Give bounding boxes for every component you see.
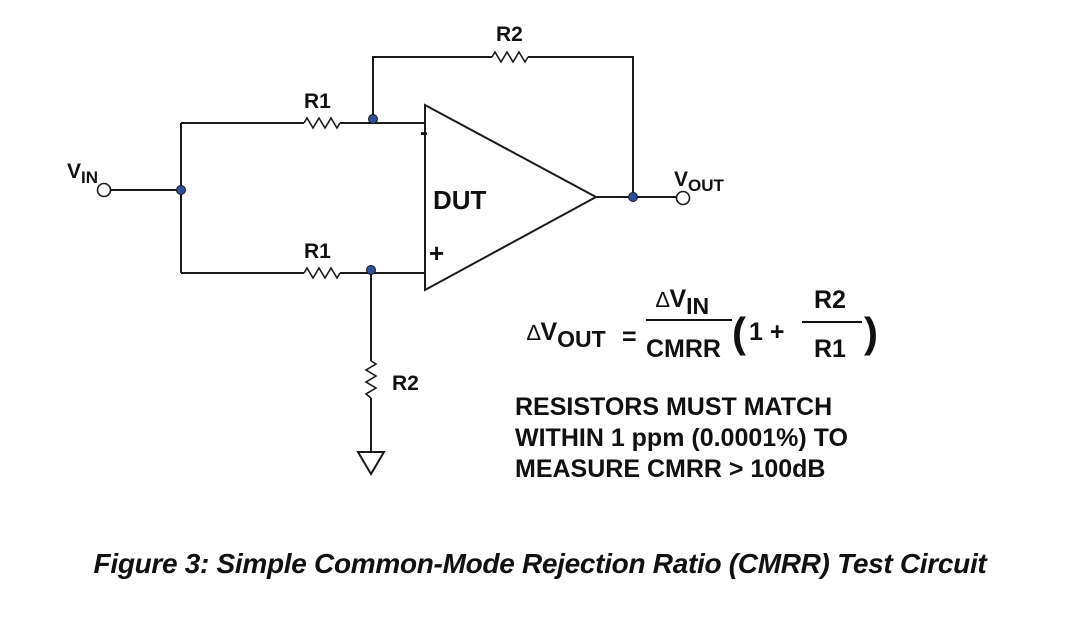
- vout-terminal: [675, 190, 691, 206]
- noninverting-junction-node: [366, 265, 376, 275]
- ratio-denominator: R1: [814, 335, 846, 363]
- inverting-junction-node: [368, 114, 378, 124]
- note-line: MEASURE CMRR > 100dB: [515, 455, 826, 483]
- resistor-matching-note: RESISTORS MUST MATCH WITHIN 1 ppm (0.0001…: [515, 392, 848, 485]
- r1-top-label: R1: [304, 90, 331, 113]
- r2-ground-label: R2: [392, 372, 419, 395]
- figure-caption: Figure 3: Simple Common-Mode Rejection R…: [93, 548, 987, 579]
- noninverting-sign: +: [429, 238, 444, 268]
- r2-feedback-label: R2: [496, 23, 523, 46]
- r1-top-resistor: [303, 116, 341, 130]
- r2-ground-resistor: [364, 360, 378, 399]
- ratio-numerator: R2: [814, 286, 846, 314]
- feedback-wire-right: [528, 56, 634, 197]
- paren-open: (: [732, 309, 746, 356]
- r1-bottom-resistor: [303, 266, 341, 280]
- output-junction-node: [628, 192, 638, 202]
- equation-equals: =: [622, 323, 637, 351]
- equation-numerator: ∆VIN: [656, 285, 709, 319]
- feedback-wire-left: [372, 56, 492, 123]
- cmrr-equation: ∆VOUT = ∆VIN CMRR ( 1 + R2 R1 ): [527, 285, 878, 363]
- ground-icon: [356, 451, 386, 476]
- note-line: RESISTORS MUST MATCH: [515, 393, 833, 421]
- r2-feedback-resistor: [491, 50, 529, 64]
- paren-close: ): [864, 309, 878, 356]
- vin-label: VIN: [67, 160, 98, 187]
- equation-denominator: CMRR: [646, 335, 721, 363]
- input-junction-node: [176, 185, 186, 195]
- note-line: WITHIN 1 ppm (0.0001%) TO: [515, 424, 848, 452]
- op-amp-triangle: [424, 103, 599, 292]
- r1-bottom-label: R1: [304, 240, 331, 263]
- vout-label: VOUT: [674, 168, 725, 195]
- equation-lhs: ∆VOUT: [527, 318, 606, 352]
- vin-terminal: [96, 182, 112, 198]
- dut-label: DUT: [433, 185, 487, 215]
- equation-one-plus: 1 +: [749, 318, 784, 346]
- inverting-sign: -: [420, 119, 428, 146]
